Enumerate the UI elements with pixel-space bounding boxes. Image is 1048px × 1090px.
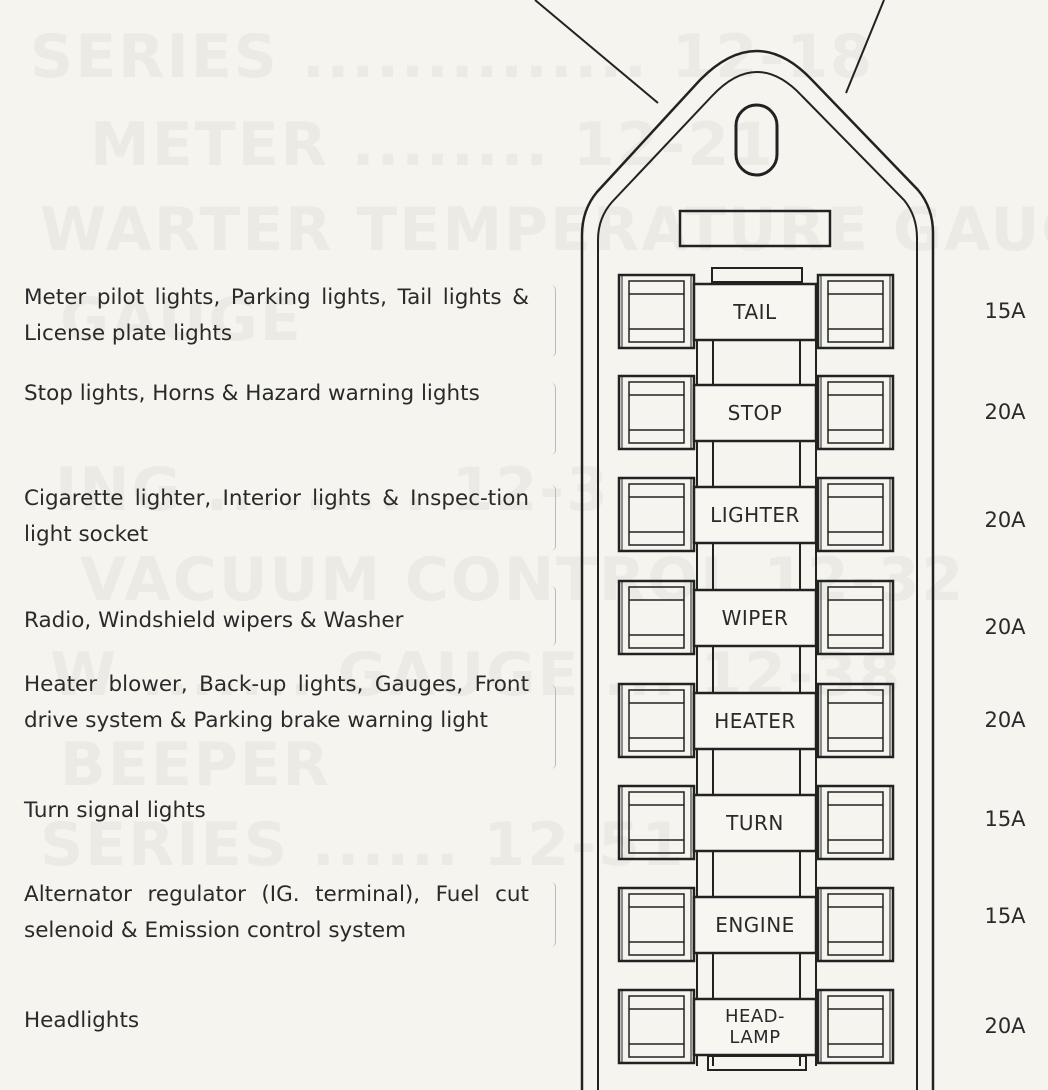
fuse-label: TAIL [733,300,777,324]
fuse-label: HEAD-LAMP [694,1006,816,1048]
description-bracket [547,586,556,646]
circuit-description: Alternator regulator (IG. terminal), Fue… [24,882,529,943]
fuse-row [617,273,895,350]
leader-line-left [534,0,659,104]
fuse-clip-right [816,988,895,1065]
fuse-body [692,282,818,342]
fuse-rows [617,267,895,1071]
fuse-label: HEATER [714,709,796,733]
bottom-connector [707,1055,807,1071]
fuse-clip-left [617,886,696,963]
fuse-box-outline [580,49,935,1090]
fuse-row [617,988,895,1065]
fuse-body [692,485,818,545]
fuse-rating: 20A [984,708,1026,732]
description-bracket [547,485,556,551]
fuse-clip-left [617,784,696,861]
fuse-row [617,579,895,656]
top-connector [711,267,803,283]
fuse-label-line: HEAD- [724,1006,786,1027]
fuse-clip-right [816,476,895,553]
description-bracket [547,285,556,357]
fuse-row [617,682,895,759]
fuse-label: TURN [726,811,784,835]
fuse-clip-right [816,682,895,759]
fuse-label: ENGINE [715,913,795,937]
leader-lines [534,0,885,104]
circuit-description: Radio, Windshield wipers & Washer [24,608,404,633]
circuit-description: Meter pilot lights, Parking lights, Tail… [24,285,529,346]
fuse-label-line: LAMP [729,1027,781,1048]
fuse-row [617,374,895,451]
circuit-description: Cigarette lighter, Interior lights & Ins… [24,486,529,547]
fuse-body [692,588,818,648]
fuse-row [617,784,895,861]
fuse-clip-left [617,374,696,451]
fuse-clip-left [617,988,696,1065]
description-bracket [547,685,556,769]
circuit-description: Stop lights, Horns & Hazard warning ligh… [24,381,480,406]
description-bracket [547,383,556,455]
fuse-rating: 15A [984,807,1026,831]
circuit-description: Headlights [24,1008,140,1033]
fuse-rating: 15A [984,299,1026,323]
fuse-body [692,691,818,751]
fuse-clip-right [816,579,895,656]
fuse-clip-left [617,476,696,553]
fuse-row [617,476,895,553]
fuse-rating: 15A [984,904,1026,928]
circuit-description: Turn signal lights [24,798,206,823]
fuse-label: STOP [727,401,783,425]
fuse-clip-right [816,784,895,861]
label-window [678,209,832,248]
fuse-clip-right [816,374,895,451]
fuse-clip-left [617,579,696,656]
fuse-box-inner-outline [597,71,918,1090]
fuse-rating: 20A [984,508,1026,532]
fuse-body [692,895,818,955]
fuse-body [692,383,818,443]
fuse-rating: 20A [984,1014,1026,1038]
fuse-clip-right [816,886,895,963]
circuit-description: Heater blower, Back-up lights, Gauges, F… [24,672,529,733]
fuse-rating: 20A [984,615,1026,639]
fuse-clip-left [617,682,696,759]
fuse-row [617,886,895,963]
leader-line-right [845,0,885,94]
fuse-label: LIGHTER [710,503,800,527]
fuse-clip-right [816,273,895,350]
fuse-clip-left [617,273,696,350]
fuse-body [692,997,818,1057]
fuse-rating: 20A [984,400,1026,424]
fuse-label: WIPER [721,606,789,630]
fuse-body [692,793,818,853]
description-bracket [547,882,556,947]
mounting-slot [734,103,779,177]
